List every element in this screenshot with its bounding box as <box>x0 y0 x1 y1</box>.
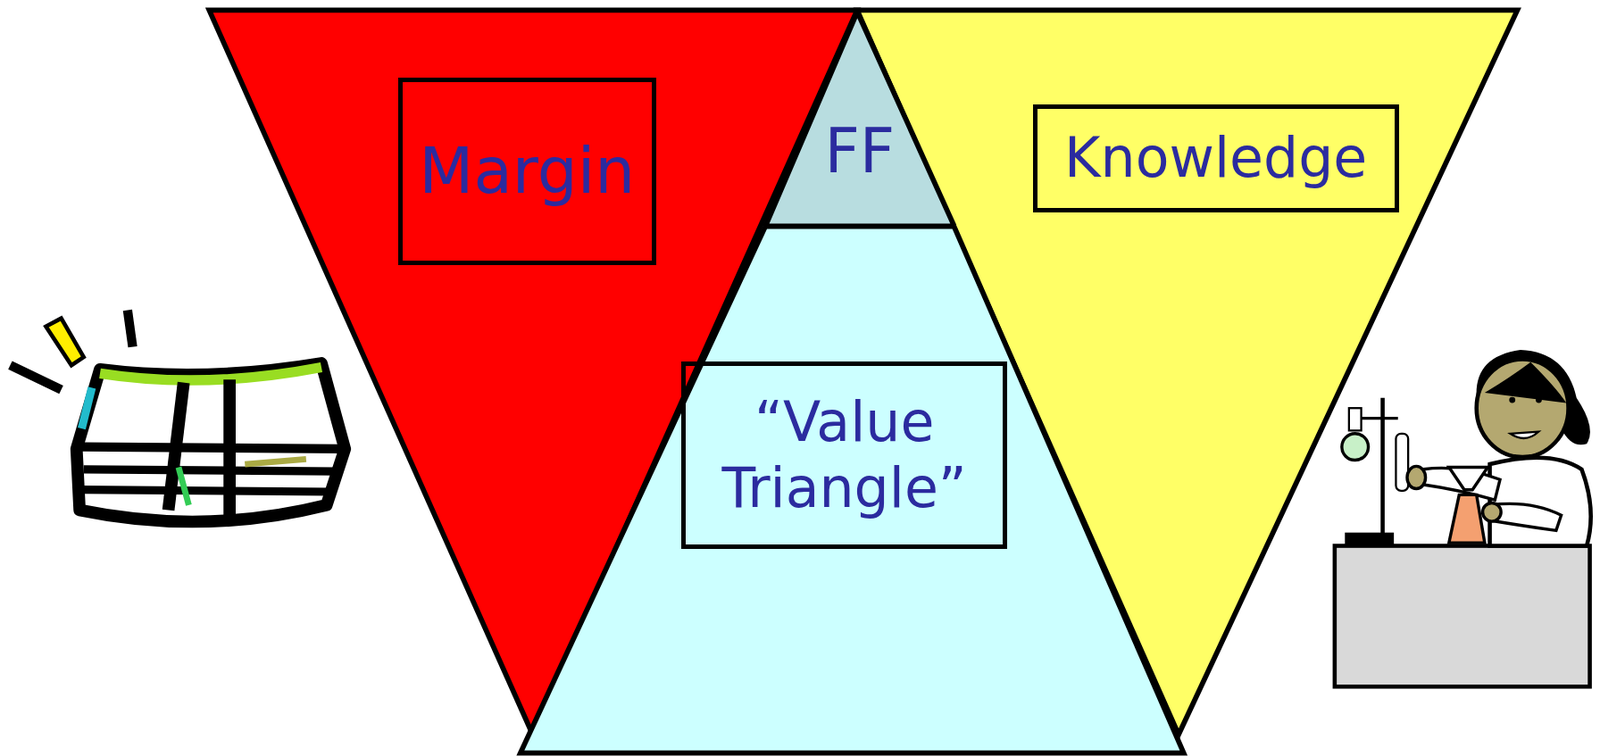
window-icon <box>9 309 345 522</box>
scientist-illustration <box>1334 350 1592 687</box>
node-label: Margin <box>418 133 635 209</box>
ff-triangle-outline <box>765 12 954 227</box>
node-label: Knowledge <box>1064 125 1367 192</box>
value-triangle-box: “Value Triangle” <box>681 361 1008 550</box>
node-label: “Value Triangle” <box>696 389 993 522</box>
knowledge-box: Knowledge <box>1033 104 1400 213</box>
node-label: FF <box>824 114 895 188</box>
ff-triangle: FF <box>763 9 957 229</box>
margin-box: Margin <box>398 77 657 266</box>
value-trapezoid <box>520 226 1184 754</box>
